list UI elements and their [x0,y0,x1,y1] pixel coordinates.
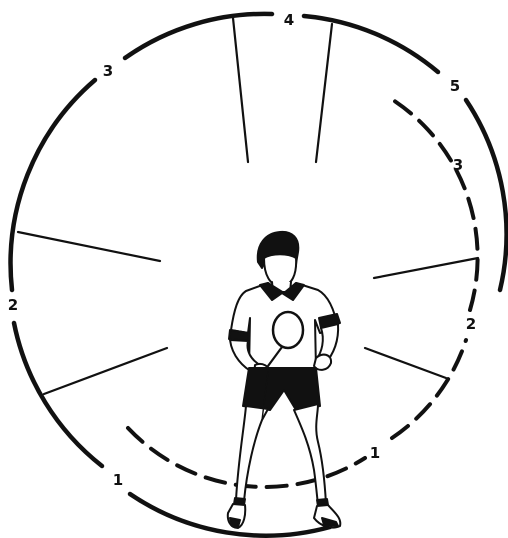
divider-top-left [233,18,248,162]
inner-label-right-low: 1 [370,444,380,462]
inner-label-right-high: 3 [453,156,463,174]
divider-left-low [44,348,167,394]
outer-label-left-low: 1 [113,471,123,489]
zone-labels: 1 2 3 4 5 3 2 1 [8,11,476,489]
inner-arc-right [393,100,478,310]
outer-ring [11,14,507,536]
outer-label-top: 4 [284,11,294,29]
outer-arc-top-left [125,14,272,58]
outer-label-left-high: 3 [103,62,113,80]
inner-label-right-mid: 2 [466,315,476,333]
outer-arc-right [466,100,507,290]
divider-right-low [365,348,446,378]
player-right-leg [294,404,326,505]
player-racket-head [273,312,303,348]
outer-arc-left-low [14,323,102,466]
divider-left-high [18,232,160,261]
outer-arc-left-high [11,80,95,290]
divider-right-high [374,258,478,278]
player-left-shoe-detail [230,518,240,527]
player-shorts [243,368,320,410]
outer-arc-top-right [304,16,438,72]
outer-label-right-high: 5 [450,77,460,95]
outer-label-left-mid: 2 [8,296,18,314]
inner-arc-right-low [392,340,466,438]
divider-top-right [316,24,332,162]
player-figure [228,232,340,528]
